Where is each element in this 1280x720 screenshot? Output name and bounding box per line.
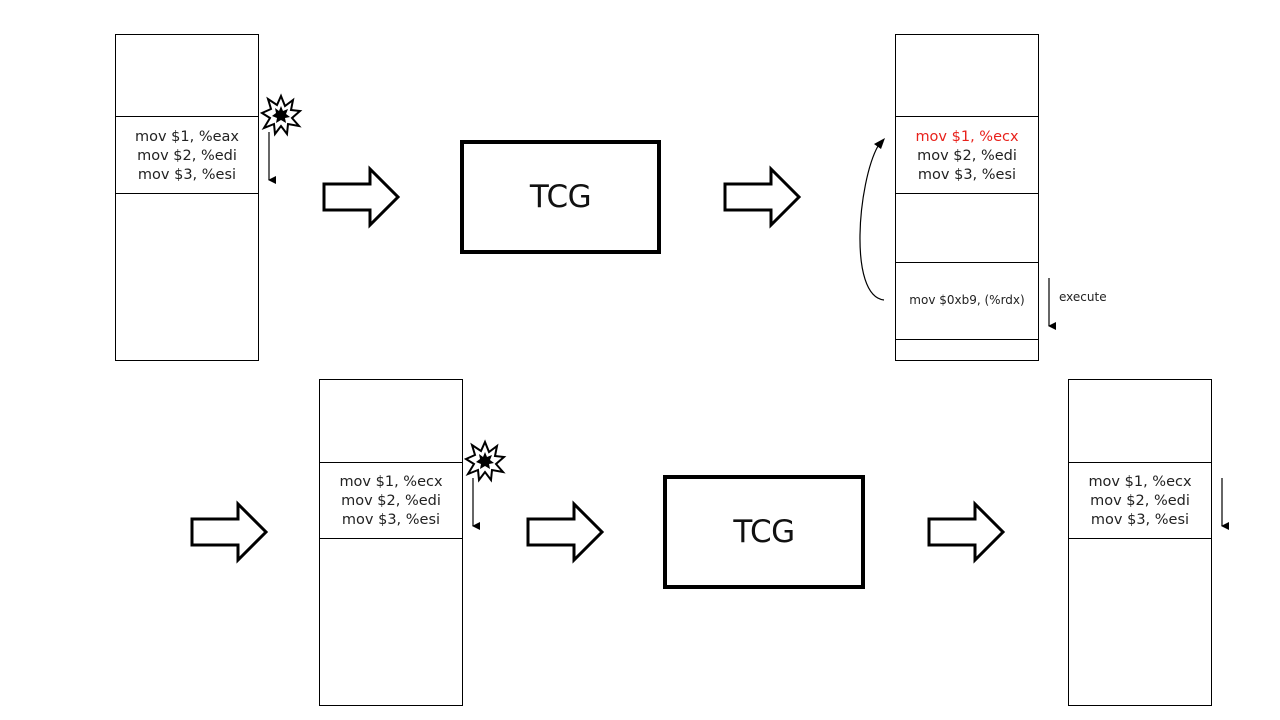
- memory-block-translated: mov $1, %ecx mov $2, %edi mov $3, %esi m…: [895, 34, 1039, 361]
- lower-instruction: mov $0xb9, (%rdx): [909, 293, 1025, 307]
- code-line: mov $1, %ecx: [1088, 474, 1192, 490]
- code-block: mov $1, %ecx mov $2, %edi mov $3, %esi: [896, 128, 1038, 185]
- segment-divider: [116, 193, 258, 194]
- tcg-label: TCG: [733, 514, 795, 550]
- code-line: mov $1, %eax: [134, 129, 240, 145]
- block-arrow-right-icon: [526, 502, 604, 562]
- memory-block-original: mov $1, %eax mov $2, %edi mov $3, %esi: [115, 34, 259, 361]
- code-line: mov $3, %esi: [1090, 512, 1190, 528]
- block-arrow-right-icon: [322, 167, 400, 227]
- segment-divider: [896, 339, 1038, 340]
- block-arrow-right-icon: [723, 167, 801, 227]
- execute-label: execute: [1059, 290, 1107, 304]
- segment-divider: [320, 538, 462, 539]
- code-line: mov $2, %edi: [341, 493, 441, 509]
- curved-arrowhead: [874, 138, 885, 149]
- memory-block-modified: mov $1, %ecx mov $2, %edi mov $3, %esi: [319, 379, 463, 706]
- tcg-label: TCG: [529, 179, 592, 215]
- tcg-box: TCG: [663, 475, 865, 589]
- code-line: mov $3, %esi: [137, 167, 237, 183]
- block-arrow-right-icon: [190, 502, 268, 562]
- code-block: mov $1, %ecx mov $2, %edi mov $3, %esi: [1069, 473, 1211, 530]
- code-line: mov $2, %edi: [1090, 493, 1190, 509]
- block-arrow-right-icon: [927, 502, 1005, 562]
- tcg-box: TCG: [460, 140, 661, 254]
- segment-divider: [116, 116, 258, 117]
- memory-block-retranslated: mov $1, %ecx mov $2, %edi mov $3, %esi: [1068, 379, 1212, 706]
- segment-divider: [896, 262, 1038, 263]
- curved-arrow-icon: [859, 145, 885, 301]
- segment-divider: [896, 193, 1038, 194]
- code-line: mov $3, %esi: [917, 167, 1017, 183]
- explosion-icon: [261, 95, 301, 135]
- code-line: mov $2, %edi: [137, 148, 237, 164]
- code-line: mov $1, %ecx: [339, 474, 443, 490]
- segment-divider: [320, 462, 462, 463]
- segment-divider: [896, 116, 1038, 117]
- explosion-icon: [465, 441, 505, 481]
- code-block: mov $1, %eax mov $2, %edi mov $3, %esi: [116, 128, 258, 185]
- code-line: mov $3, %esi: [341, 512, 441, 528]
- code-line-highlighted: mov $1, %ecx: [915, 129, 1019, 145]
- code-line: mov $2, %edi: [917, 148, 1017, 164]
- code-block: mov $1, %ecx mov $2, %edi mov $3, %esi: [320, 473, 462, 530]
- segment-divider: [1069, 462, 1211, 463]
- segment-divider: [1069, 538, 1211, 539]
